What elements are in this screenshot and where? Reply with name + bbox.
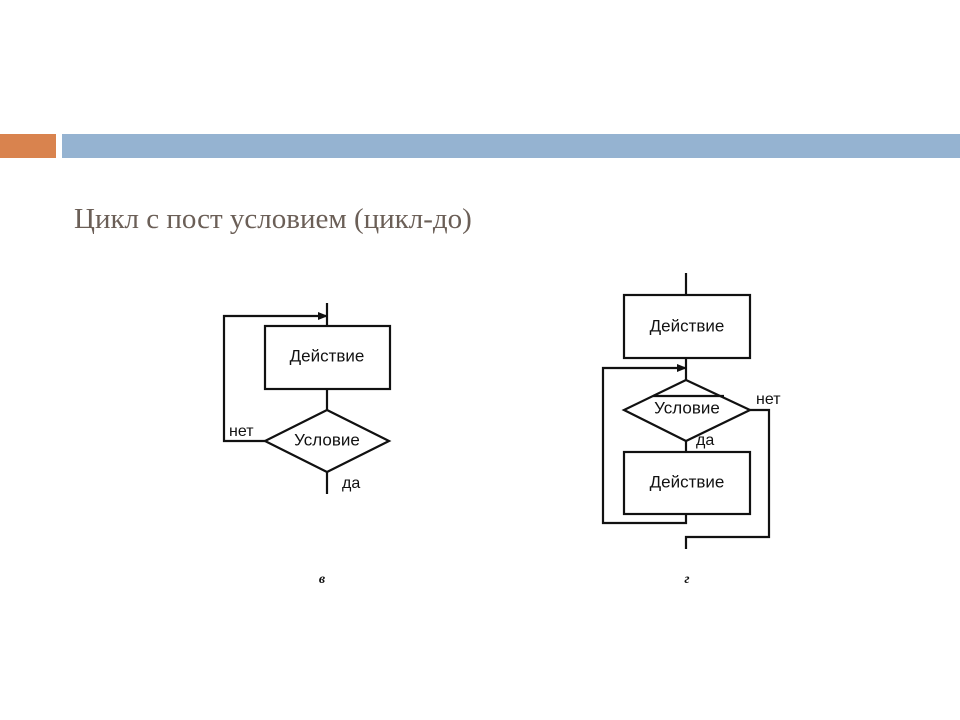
condition-label: Условие [294, 430, 360, 449]
yes-label: да [342, 475, 360, 492]
no-label: нет [229, 423, 254, 440]
accent-bar-orange [0, 134, 56, 158]
loop-back-line [222, 312, 328, 443]
action-label: Действие [290, 346, 365, 365]
action-box [263, 324, 392, 391]
action-box-top [622, 293, 752, 360]
exit-line [684, 408, 771, 549]
no-label: нет [756, 391, 781, 408]
loop-back-line [601, 364, 688, 525]
slide-title: Цикл с пост условием (цикл-до) [74, 203, 472, 235]
action2-label: Действие [650, 472, 725, 491]
condition-label: Условие [654, 398, 720, 417]
flowchart-v: Действие Условие нет да в [222, 303, 392, 587]
flowchart-g: Действие Условие да Действие нет г [601, 273, 781, 587]
caption-g: г [684, 572, 689, 587]
yes-label: да [696, 432, 714, 449]
accent-bar-blue [62, 134, 960, 158]
action1-label: Действие [650, 316, 725, 335]
caption-v: в [319, 572, 326, 587]
